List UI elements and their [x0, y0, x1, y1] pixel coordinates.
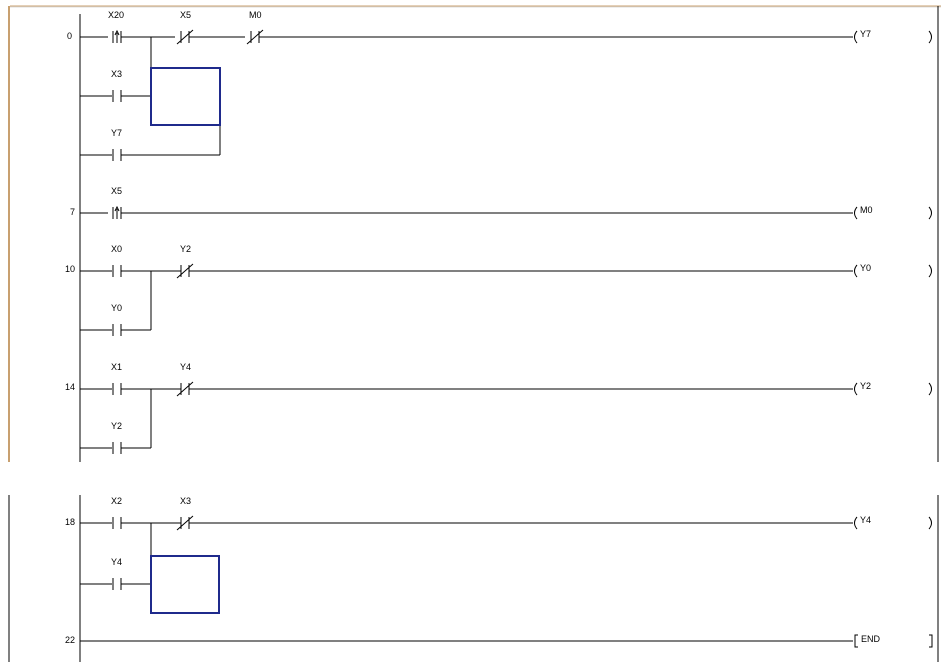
- step-number: 22: [65, 635, 75, 645]
- contact-normally-open[interactable]: Y7: [111, 128, 122, 161]
- coil-left-paren: [854, 516, 858, 530]
- coil-label: Y2: [860, 381, 871, 391]
- step-number: 18: [65, 517, 75, 527]
- selection-cursor-box[interactable]: [150, 67, 221, 126]
- coil-right-paren: [928, 206, 932, 220]
- contact-label: X3: [111, 69, 122, 79]
- rung-0: 0 X20 X5 M0 Y7: [67, 10, 932, 161]
- contact-label: Y0: [111, 303, 122, 313]
- nc-slash-icon: [176, 29, 194, 45]
- output-coil[interactable]: Y0: [854, 263, 932, 278]
- selection-cursor-box[interactable]: [150, 555, 220, 614]
- contact-normally-closed[interactable]: Y2: [176, 244, 194, 279]
- coil-right-paren: [928, 264, 932, 278]
- coil-left-paren: [854, 206, 858, 220]
- coil-label: Y7: [860, 29, 871, 39]
- contact-label: X0: [111, 244, 122, 254]
- contact-label: M0: [249, 10, 262, 20]
- bracket-right: [929, 634, 933, 648]
- nc-slash-icon: [246, 29, 264, 45]
- output-coil[interactable]: Y2: [854, 381, 932, 396]
- coil-left-paren: [854, 264, 858, 278]
- contact-normally-open[interactable]: Y4: [111, 557, 122, 590]
- contact-label: Y2: [180, 244, 191, 254]
- coil-right-paren: [928, 382, 932, 396]
- end-instruction[interactable]: END: [854, 634, 933, 648]
- contact-normally-open[interactable]: X1: [111, 362, 122, 395]
- contact-normally-open[interactable]: X0: [111, 244, 122, 277]
- contact-normally-closed[interactable]: X5: [176, 10, 194, 45]
- output-coil[interactable]: Y4: [854, 515, 932, 530]
- contact-label: Y2: [111, 421, 122, 431]
- bracket-left: [854, 634, 858, 648]
- rung-14: 14 X1 Y4 Y2 Y2: [65, 362, 932, 454]
- nc-slash-icon: [176, 263, 194, 279]
- coil-left-paren: [854, 382, 858, 396]
- contact-rising-edge[interactable]: X20: [108, 10, 124, 43]
- step-number: 0: [67, 31, 72, 41]
- contact-label: Y7: [111, 128, 122, 138]
- output-coil[interactable]: Y7: [854, 29, 932, 44]
- coil-label: M0: [860, 205, 873, 215]
- coil-right-paren: [928, 516, 932, 530]
- contact-label: X3: [180, 496, 191, 506]
- contact-label: Y4: [111, 557, 122, 567]
- rung-10: 10 X0 Y2 Y0 Y0: [65, 244, 932, 336]
- nc-slash-icon: [176, 515, 194, 531]
- nc-slash-icon: [176, 381, 194, 397]
- contact-label: X5: [111, 186, 122, 196]
- arrow-up-icon: [114, 205, 120, 212]
- contact-normally-open[interactable]: Y0: [111, 303, 122, 336]
- coil-left-paren: [854, 30, 858, 44]
- contact-normally-closed[interactable]: M0: [246, 10, 264, 45]
- contact-normally-open[interactable]: X2: [111, 496, 122, 529]
- contact-normally-open[interactable]: X3: [111, 69, 122, 102]
- rung-22: 22 END: [65, 634, 933, 648]
- contact-label: X5: [180, 10, 191, 20]
- rung-18: 18 X2 X3 Y4 Y4: [65, 496, 932, 614]
- rung-7: 7 X5 M0: [70, 186, 932, 220]
- contact-normally-open[interactable]: Y2: [111, 421, 122, 454]
- output-coil[interactable]: M0: [854, 205, 932, 220]
- arrow-up-icon: [114, 29, 120, 36]
- coil-label: Y0: [860, 263, 871, 273]
- step-number: 7: [70, 207, 75, 217]
- end-label: END: [861, 634, 881, 644]
- coil-label: Y4: [860, 515, 871, 525]
- step-number: 10: [65, 264, 75, 274]
- contact-normally-closed[interactable]: Y4: [176, 362, 194, 397]
- step-number: 14: [65, 382, 75, 392]
- contact-label: X1: [111, 362, 122, 372]
- coil-right-paren: [928, 30, 932, 44]
- contact-label: Y4: [180, 362, 191, 372]
- contact-rising-edge[interactable]: X5: [111, 186, 122, 219]
- contact-label: X20: [108, 10, 124, 20]
- contact-label: X2: [111, 496, 122, 506]
- contact-normally-closed[interactable]: X3: [176, 496, 194, 531]
